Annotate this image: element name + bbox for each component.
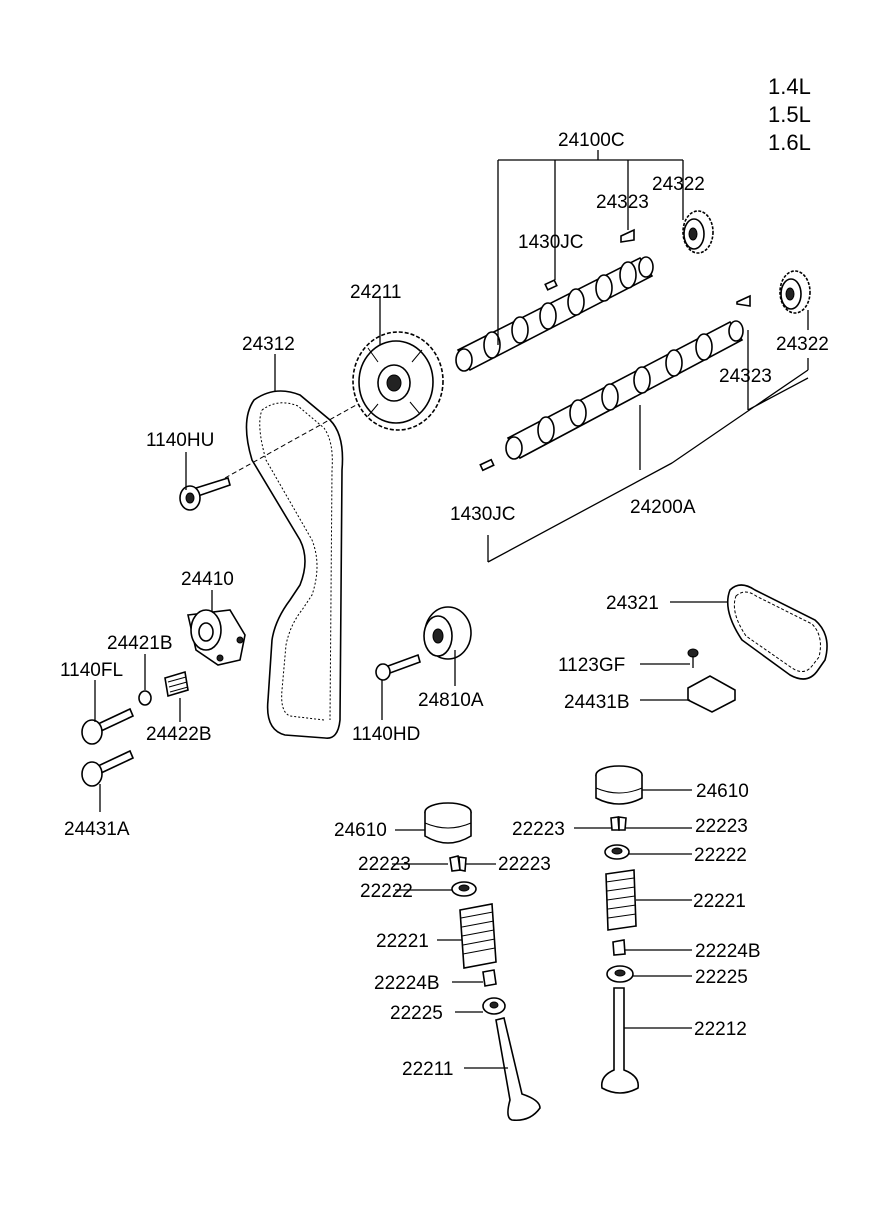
label-lifter-left: 24610 [334,820,387,841]
bolt-24431a[interactable] [81,749,135,787]
label-timing-pulley: 24211 [350,282,401,303]
exhaust-valve[interactable] [600,987,640,1094]
label-retainer-lock-l2: 22223 [498,854,551,875]
label-spring: 24422B [146,724,212,745]
tensioner[interactable] [187,609,246,666]
label-chain: 24321 [606,593,659,614]
label-sprocket-top: 24322 [652,174,705,195]
timing-pulley[interactable] [352,331,444,431]
bolt-1140fl[interactable] [81,707,135,745]
label-seal-left: 22224B [374,973,440,994]
bolt-1140hd[interactable] [375,653,421,681]
tensioner-spring[interactable] [164,670,189,698]
timing-belt[interactable] [245,390,344,739]
valve-seal-left[interactable] [482,969,497,987]
lifter-left[interactable] [424,802,472,844]
valve-seat-left[interactable] [482,997,506,1015]
label-intake-valve: 22211 [402,1059,453,1080]
valve-seat-right[interactable] [606,965,634,983]
label-idler: 24810A [418,690,484,711]
idler-pulley[interactable] [423,606,472,660]
valve-spring-right[interactable] [605,869,637,931]
label-tensioner: 24410 [181,569,234,590]
washer[interactable] [138,690,152,706]
label-spring-left: 22221 [376,931,429,952]
engine-variant: 1.5L [768,102,811,127]
leader-lines [94,150,809,1069]
camshaft-top[interactable] [455,256,654,372]
label-retainer-lock-l1: 22223 [358,854,411,875]
retainer-left[interactable] [451,881,477,897]
label-camshaft-bottom: 24200A [630,497,696,518]
valve-spring-left[interactable] [459,903,497,969]
timing-chain[interactable] [726,584,828,680]
label-seal-right: 22224B [695,941,761,962]
label-retainer-left: 22222 [360,881,413,902]
pin-bottom[interactable] [479,458,495,472]
label-pin-top: 1430JC [518,232,584,253]
label-retainer-lock-r2: 22223 [695,816,748,837]
label-washer: 24421B [107,633,173,654]
label-key-top: 24323 [596,192,649,213]
label-screw: 1123GF [558,655,625,676]
cam-sprocket-top[interactable] [682,210,714,254]
retainer-lock-right[interactable] [610,816,627,831]
label-retainer-lock-r1: 22223 [512,819,565,840]
label-seat-right: 22225 [695,967,748,988]
part-labels: 24100C 24322 24323 1430JC 24211 24322 24… [60,130,829,1080]
cam-sprocket-bottom[interactable] [779,270,811,314]
label-sprocket-bottom: 24322 [776,334,829,355]
label-spring-right: 22221 [693,891,746,912]
chain-guide[interactable] [687,675,736,713]
bolt-1140hu[interactable] [179,476,231,511]
lifter-right[interactable] [595,765,643,805]
pin-top[interactable] [544,279,558,291]
label-pin-bottom: 1430JC [450,504,516,525]
label-bolt-1140fl: 1140FL [60,660,123,681]
engine-variant: 1.6L [768,130,811,155]
label-timing-belt: 24312 [242,334,295,355]
label-key-bottom: 24323 [719,366,772,387]
label-retainer-right: 22222 [694,845,747,866]
label-lifter-right: 24610 [696,781,749,802]
label-exhaust-valve: 22212 [694,1019,747,1040]
intake-valve[interactable] [495,1017,541,1122]
camshaft-bottom[interactable] [505,320,744,460]
screw-1123gf[interactable] [687,648,699,668]
label-bolt-24431a: 24431A [64,819,130,840]
label-bolt-1140hd: 1140HD [352,724,420,745]
key-top[interactable] [620,228,635,243]
valve-seal-right[interactable] [612,939,626,956]
label-bolt-1140hu: 1140HU [146,430,214,451]
engine-variant: 1.4L [768,74,811,99]
label-seat-left: 22225 [390,1003,443,1024]
label-camshaft-top: 24100C [558,130,625,151]
label-guide: 24431B [564,692,630,713]
retainer-right[interactable] [604,844,630,860]
retainer-lock-left[interactable] [449,855,467,872]
key-bottom[interactable] [736,294,751,307]
